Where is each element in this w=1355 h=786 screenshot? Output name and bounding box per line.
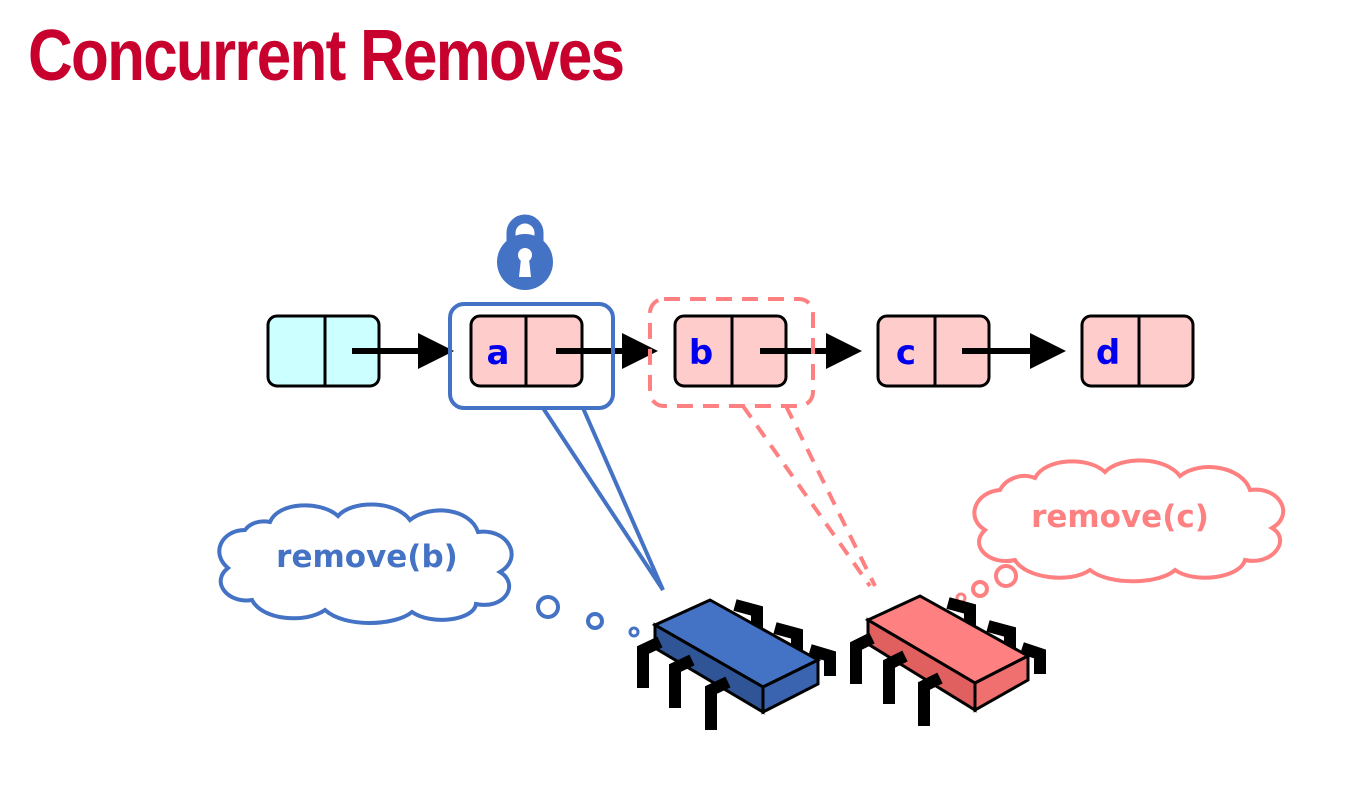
list-node-d: d (1080, 314, 1195, 388)
node-label: a (487, 333, 510, 373)
blue-callout-lines (541, 406, 665, 592)
red-callout-lines (741, 404, 877, 588)
thought-cloud-icon (955, 458, 1286, 604)
node-label: c (896, 333, 916, 373)
padlock-icon (497, 214, 553, 290)
page-title: Concurrent Removes (28, 16, 625, 96)
thought-text-remove-c: remove(c) (1031, 499, 1209, 535)
list-node-a: a (469, 314, 584, 388)
red-selection (648, 297, 815, 408)
processor-chip-icon (850, 594, 1046, 726)
node-label: d (1096, 333, 1120, 373)
node-label: b (689, 333, 713, 373)
processor-chip-icon (637, 598, 836, 730)
thought-cloud-icon (217, 502, 640, 638)
thought-text-remove-b: remove(b) (276, 539, 458, 575)
blue-lock-selection (448, 302, 615, 410)
